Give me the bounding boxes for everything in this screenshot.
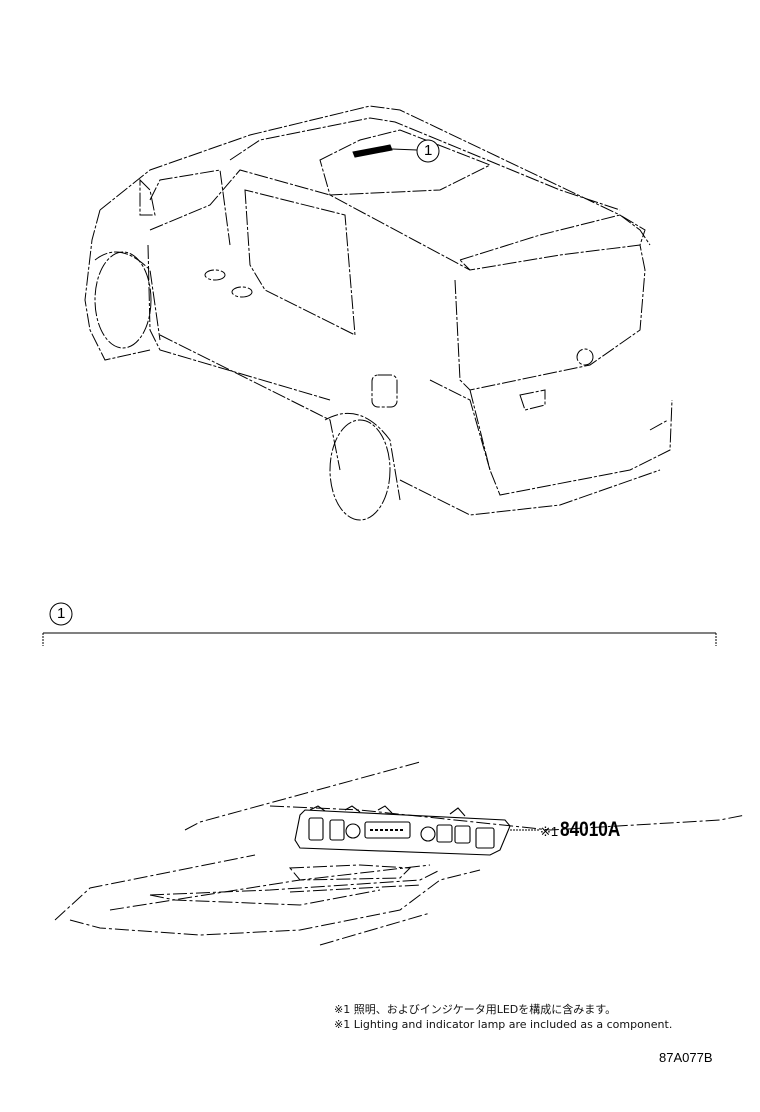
footnote-japanese: ※1 照明、およびインジケータ用LEDを構成に含みます。: [334, 1003, 617, 1016]
vehicle-illustration: [84, 105, 673, 521]
component-ref-mark: ※1: [540, 824, 559, 839]
callout-number-top: 1: [424, 142, 433, 159]
callout-circle-top: [416, 139, 440, 163]
callout-number-section: 1: [57, 605, 66, 622]
illustration-id: 87A077B: [659, 1050, 713, 1065]
part-label[interactable]: ※1 84010A: [540, 818, 634, 842]
console-marker-icon: [352, 144, 393, 158]
footnotes: ※1 照明、およびインジケータ用LEDを構成に含みます。 ※1 Lighting…: [334, 1002, 672, 1032]
footnote-english: ※1 Lighting and indicator lamp are inclu…: [334, 1018, 673, 1031]
part-number[interactable]: 84010A: [560, 818, 621, 841]
